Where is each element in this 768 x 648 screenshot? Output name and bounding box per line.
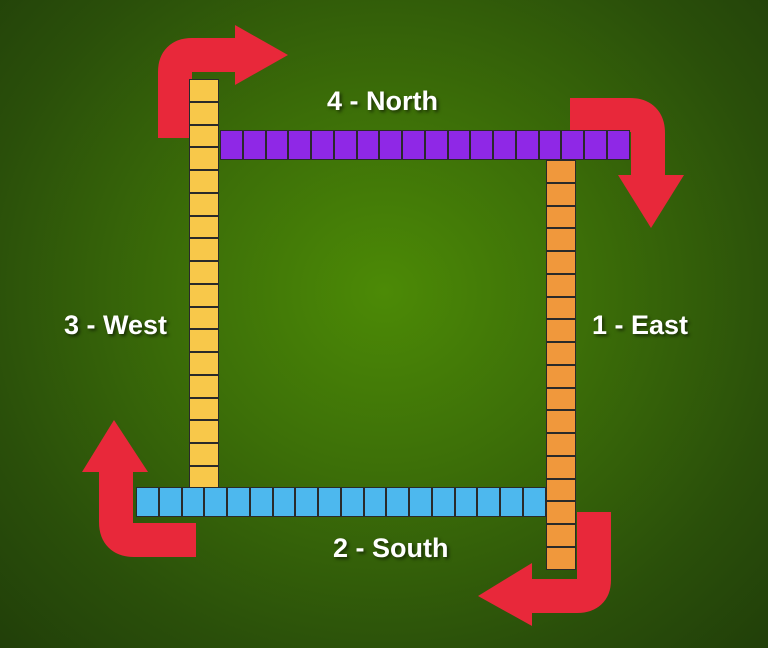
west-bar-segment (189, 215, 219, 239)
west-bar-segment (189, 192, 219, 216)
west-bar (189, 79, 219, 489)
south-bar-segment (454, 487, 478, 517)
east-bar-segment (546, 410, 576, 433)
west-bar-segment (189, 283, 219, 307)
south-bar-segment (249, 487, 273, 517)
east-bar-segment (546, 524, 576, 547)
south-bar (136, 487, 546, 517)
west-bar-segment (189, 352, 219, 375)
north-bar-segment (493, 130, 516, 160)
north-bar-segment (402, 130, 425, 160)
west-bar-segment (189, 170, 219, 193)
west-bar-segment (189, 306, 219, 330)
north-bar-segment (311, 130, 334, 160)
north-bar-segment (447, 130, 471, 160)
east-label: 1 - East (592, 310, 689, 340)
north-bar-segment (561, 130, 584, 160)
east-bar-segment (546, 205, 576, 229)
north-label: 4 - North (327, 86, 438, 116)
turn-arrow-top-right (570, 98, 684, 228)
west-bar-segment (189, 420, 219, 443)
east-bar-segment (546, 319, 576, 342)
north-bar (220, 130, 630, 160)
west-bar-segment (189, 147, 219, 170)
east-bar-segment (546, 364, 576, 388)
west-bar-segment (189, 329, 219, 352)
south-bar-segment (522, 487, 546, 517)
north-bar-segment (515, 130, 539, 160)
south-bar-segment (227, 487, 250, 517)
east-bar-segment (546, 228, 576, 251)
north-bar-segment (584, 130, 607, 160)
west-bar-segment (189, 443, 219, 466)
west-bar-segment (189, 101, 219, 125)
east-bar-segment (546, 501, 576, 524)
north-bar-segment (606, 130, 630, 160)
south-bar-segment (295, 487, 318, 517)
south-bar-segment (409, 487, 432, 517)
east-bar-segment (546, 273, 576, 297)
north-bar-segment (538, 130, 562, 160)
south-bar-segment (204, 487, 227, 517)
west-bar-segment (189, 374, 219, 398)
north-bar-segment (265, 130, 289, 160)
south-bar-segment (318, 487, 341, 517)
east-bar-segment (546, 387, 576, 411)
west-label: 3 - West (64, 310, 168, 340)
east-bar-segment (546, 342, 576, 365)
turn-arrow-top-left (158, 25, 288, 138)
east-bar (546, 160, 576, 570)
south-bar-segment (431, 487, 455, 517)
north-bar-segment (333, 130, 357, 160)
west-bar-segment (189, 124, 219, 148)
south-bar-segment (363, 487, 387, 517)
west-bar-segment (189, 261, 219, 284)
south-bar-segment (181, 487, 205, 517)
south-label: 2 - South (333, 533, 449, 563)
east-bar-segment (546, 478, 576, 502)
west-bar-segment (189, 465, 219, 489)
north-bar-segment (288, 130, 311, 160)
south-bar-segment (136, 487, 159, 517)
south-bar-segment (340, 487, 364, 517)
east-bar-segment (546, 182, 576, 206)
south-bar-segment (477, 487, 500, 517)
north-bar-segment (220, 130, 243, 160)
turn-arrow-bottom-right (478, 512, 611, 626)
east-bar-segment (546, 455, 576, 479)
east-bar-segment (546, 546, 576, 570)
north-bar-segment (379, 130, 402, 160)
east-bar-segment (546, 251, 576, 274)
south-bar-segment (158, 487, 182, 517)
north-bar-segment (470, 130, 493, 160)
north-bar-segment (356, 130, 380, 160)
east-bar-segment (546, 433, 576, 456)
north-bar-segment (242, 130, 266, 160)
east-bar-segment (546, 296, 576, 320)
west-bar-segment (189, 238, 219, 261)
turn-arrow-bottom-left (82, 420, 196, 557)
west-bar-segment (189, 397, 219, 421)
west-bar-segment (189, 79, 219, 102)
south-bar-segment (500, 487, 523, 517)
east-bar-segment (546, 160, 576, 183)
south-bar-segment (386, 487, 409, 517)
south-bar-segment (272, 487, 296, 517)
north-bar-segment (424, 130, 448, 160)
